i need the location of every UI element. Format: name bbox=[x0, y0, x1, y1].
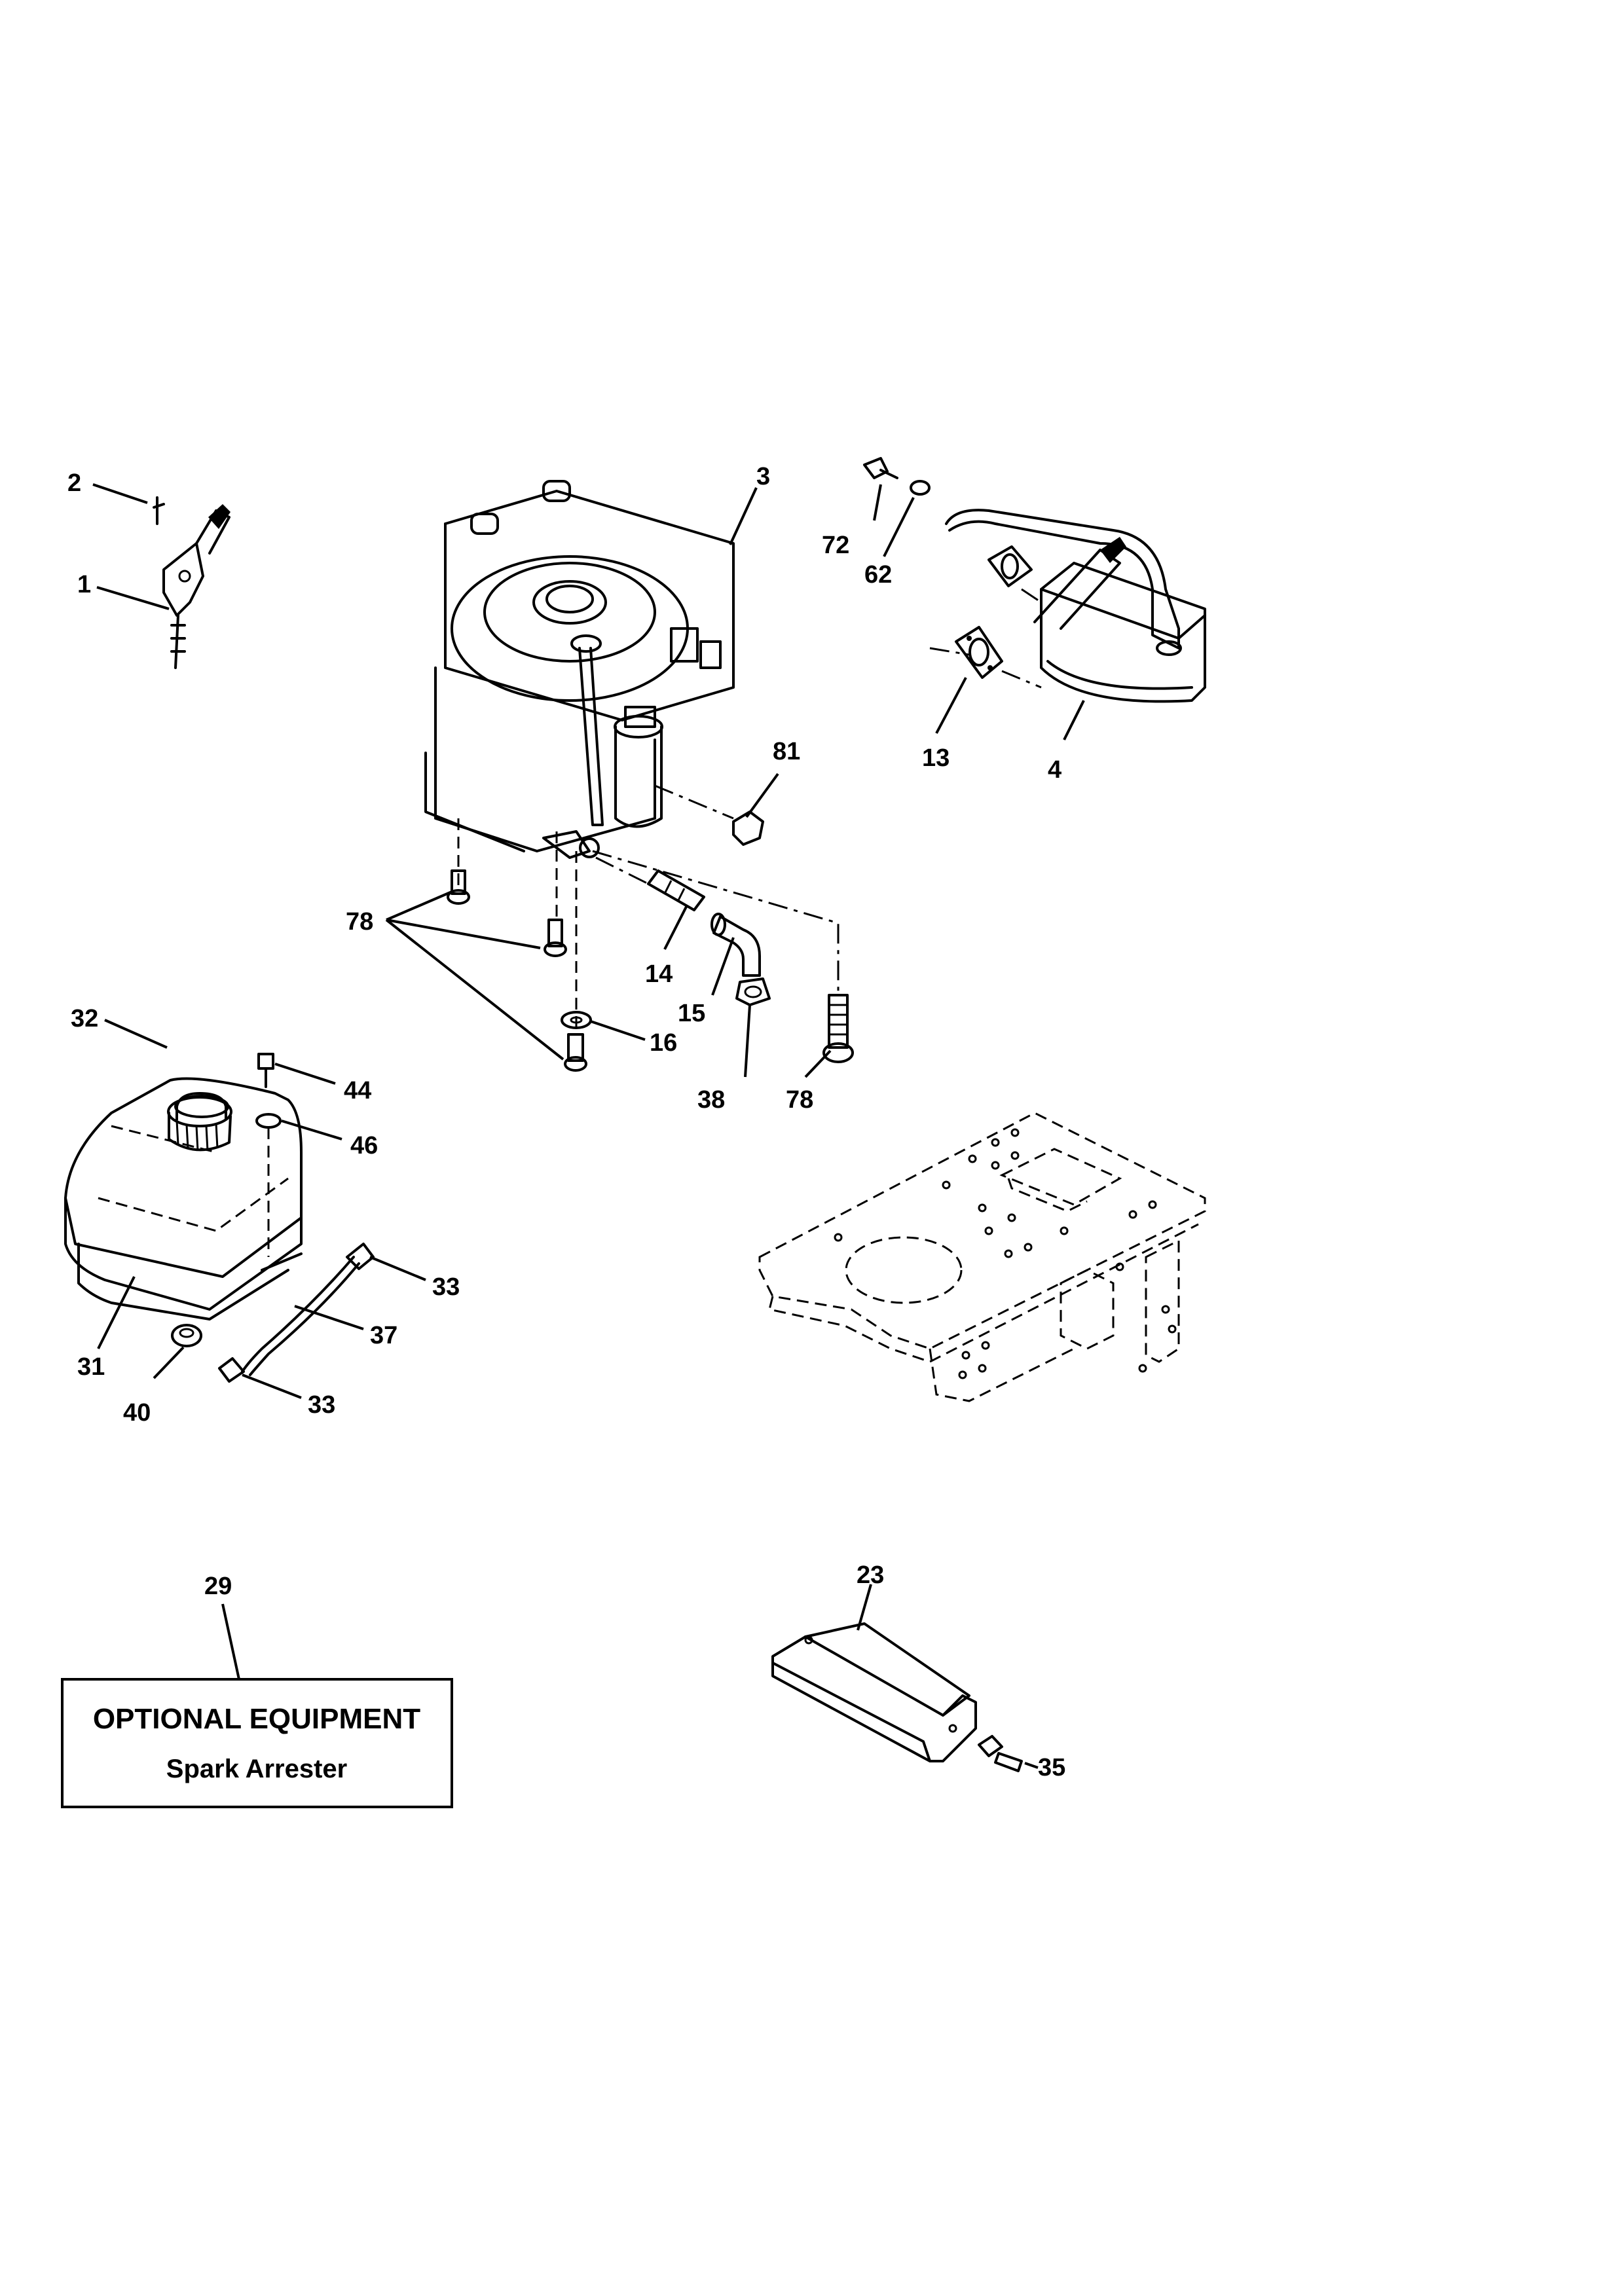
chassis-frame-illustration bbox=[758, 1112, 1206, 1402]
callout-3: 3 bbox=[756, 463, 770, 490]
callout-72: 72 bbox=[822, 532, 849, 559]
callout-4: 4 bbox=[1048, 756, 1061, 784]
callout-62: 62 bbox=[864, 561, 892, 589]
mounting-guide-line bbox=[654, 784, 734, 820]
hose-clamp-illustration bbox=[346, 1243, 375, 1270]
callout-33: 33 bbox=[308, 1391, 335, 1419]
bushing-illustration bbox=[171, 1324, 202, 1347]
engine-illustration bbox=[424, 480, 735, 859]
callout-46: 46 bbox=[350, 1132, 378, 1159]
callout-16: 16 bbox=[650, 1029, 677, 1057]
callout-81: 81 bbox=[773, 738, 800, 765]
callout-32: 32 bbox=[71, 1005, 98, 1032]
hose-clamp-illustration bbox=[218, 1357, 245, 1383]
callout-15: 15 bbox=[678, 1000, 705, 1027]
callout-23: 23 bbox=[857, 1561, 884, 1589]
callout-37: 37 bbox=[370, 1322, 397, 1349]
spark-arrester-label: Spark Arrester bbox=[166, 1755, 347, 1783]
mounting-guide-line bbox=[592, 850, 840, 995]
callout-labels: 1 2 3 4 13 14 15 16 23 29 31 32 33 33 35… bbox=[67, 463, 1065, 1781]
callout-44: 44 bbox=[344, 1077, 371, 1104]
exhaust-gasket-illustration bbox=[955, 626, 1003, 679]
elbow-fitting-illustration bbox=[710, 913, 761, 977]
bolt-illustration bbox=[544, 919, 567, 957]
fuel-line-illustration bbox=[241, 1256, 355, 1373]
screw-illustration bbox=[978, 1735, 1023, 1772]
callout-2: 2 bbox=[67, 469, 81, 497]
callout-33: 33 bbox=[432, 1273, 460, 1301]
callout-14: 14 bbox=[645, 960, 673, 988]
muffler-guide-line bbox=[1021, 588, 1042, 604]
callout-29: 29 bbox=[204, 1573, 232, 1600]
throttle-control-illustration bbox=[153, 496, 231, 669]
muffler-illustration bbox=[945, 509, 1206, 703]
optional-equipment-title: OPTIONAL EQUIPMENT bbox=[93, 1703, 420, 1735]
bolt-illustration bbox=[564, 1033, 587, 1072]
drain-plug-illustration bbox=[735, 977, 771, 1006]
callout-31: 31 bbox=[77, 1353, 105, 1381]
callout-78: 78 bbox=[346, 908, 373, 936]
callout-13: 13 bbox=[922, 744, 950, 772]
muffler-guide-line bbox=[929, 647, 1042, 689]
bolt-illustration bbox=[822, 994, 854, 1063]
leader-lines bbox=[92, 483, 1085, 1769]
callout-38: 38 bbox=[697, 1086, 725, 1114]
fuel-line-illustration bbox=[249, 1262, 360, 1376]
hose-illustration bbox=[647, 869, 705, 911]
washer-illustration bbox=[910, 480, 931, 496]
mounting-guide-line bbox=[595, 856, 649, 885]
washer-illustration bbox=[561, 1011, 592, 1029]
heat-shield-illustration bbox=[771, 1622, 977, 1762]
washer-illustration bbox=[255, 1113, 282, 1129]
callout-1: 1 bbox=[77, 571, 91, 598]
callout-35: 35 bbox=[1038, 1754, 1065, 1781]
callout-78: 78 bbox=[786, 1086, 813, 1114]
screw-illustration bbox=[257, 1053, 274, 1088]
callout-40: 40 bbox=[123, 1399, 151, 1427]
bolt-illustration bbox=[863, 457, 898, 479]
bolt-illustration bbox=[447, 869, 470, 905]
fuel-cap-illustration bbox=[167, 1096, 232, 1152]
optional-equipment-box: OPTIONAL EQUIPMENT Spark Arrester bbox=[61, 1678, 453, 1808]
